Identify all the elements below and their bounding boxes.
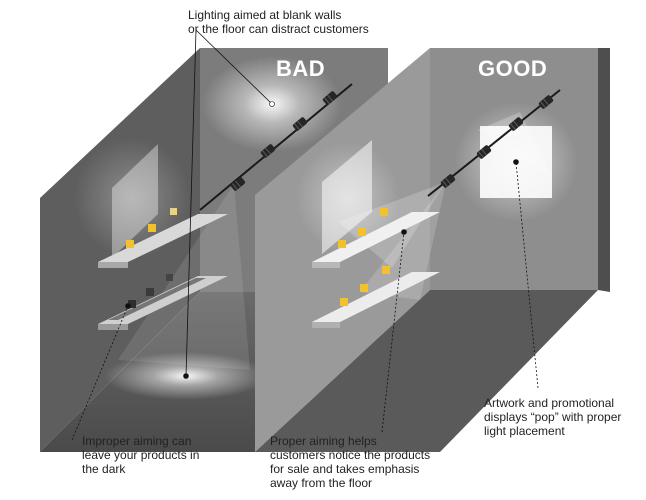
product-box-icon xyxy=(146,288,154,296)
product-box-icon xyxy=(340,298,348,306)
bad-products-dark xyxy=(128,274,173,308)
good-right-face xyxy=(598,48,610,292)
leader-top-wall xyxy=(195,29,273,105)
callout-good-middle: Proper aiming helps customers notice the… xyxy=(270,434,430,490)
product-box-icon xyxy=(126,240,134,248)
good-room: GOOD xyxy=(255,48,610,452)
leader-dots xyxy=(125,101,519,379)
callout-good-middle-line-3: for sale and takes emphasis xyxy=(270,462,420,476)
leader-bad-dark xyxy=(71,305,129,441)
good-fixtures xyxy=(440,95,554,188)
track-light-icon xyxy=(476,145,492,159)
good-beam-art xyxy=(478,112,552,178)
track-light-icon xyxy=(508,117,524,131)
track-light-icon xyxy=(538,95,554,109)
callout-good-middle-line-1: Proper aiming helps xyxy=(270,434,377,448)
product-box-icon xyxy=(380,208,388,216)
bad-track xyxy=(199,83,353,211)
bad-shelf-upper xyxy=(98,214,228,262)
product-box-icon xyxy=(166,274,173,281)
leader-top-floor xyxy=(185,29,197,377)
product-box-icon xyxy=(358,228,366,236)
product-box-icon xyxy=(170,208,177,215)
track-light-icon xyxy=(292,117,308,131)
callout-good-right-line-3: light placement xyxy=(484,424,565,438)
callout-good-middle-line-4: away from the floor xyxy=(270,476,373,490)
bad-floor-beam xyxy=(118,184,250,370)
callout-good-right-line-1: Artwork and promotional xyxy=(484,396,615,410)
bad-products-lit xyxy=(126,208,177,248)
callout-good-right: Artwork and promotional displays “pop” w… xyxy=(484,396,621,438)
good-products xyxy=(338,208,390,306)
callout-good-right-line-2: displays “pop” with proper xyxy=(484,410,622,424)
product-box-icon xyxy=(338,240,346,248)
leader-good-art xyxy=(515,161,539,389)
track-light-icon xyxy=(322,91,338,105)
product-box-icon xyxy=(148,224,156,232)
callout-top: Lighting aimed at blank walls or the flo… xyxy=(188,8,369,36)
track-light-icon xyxy=(230,177,246,191)
leader-good-shelf xyxy=(381,231,405,433)
callout-bad-line-1: Improper aiming can xyxy=(82,434,192,448)
product-box-icon xyxy=(128,300,136,308)
good-shelf-lower xyxy=(312,272,440,322)
product-box-icon xyxy=(360,284,368,292)
product-box-icon xyxy=(382,266,390,274)
bad-label: BAD xyxy=(276,56,325,81)
track-light-icon xyxy=(260,144,276,158)
bad-artwork-halo xyxy=(74,138,190,258)
bad-fixtures xyxy=(230,91,338,191)
callout-bad-line-3: the dark xyxy=(82,462,126,476)
track-light-icon xyxy=(440,174,456,188)
callout-bad-line-2: leave your products in xyxy=(82,448,200,462)
good-shelf-upper xyxy=(312,212,440,262)
callout-bad-bottom: Improper aiming can leave your products … xyxy=(82,434,199,476)
callout-good-middle-line-2: customers notice the products xyxy=(270,448,431,462)
callout-top-line-1: Lighting aimed at blank walls xyxy=(188,8,342,22)
good-label: GOOD xyxy=(478,56,547,81)
good-floor xyxy=(255,290,598,452)
leader-lines xyxy=(71,29,539,441)
callout-top-line-2: or the floor can distract customers xyxy=(188,22,369,36)
